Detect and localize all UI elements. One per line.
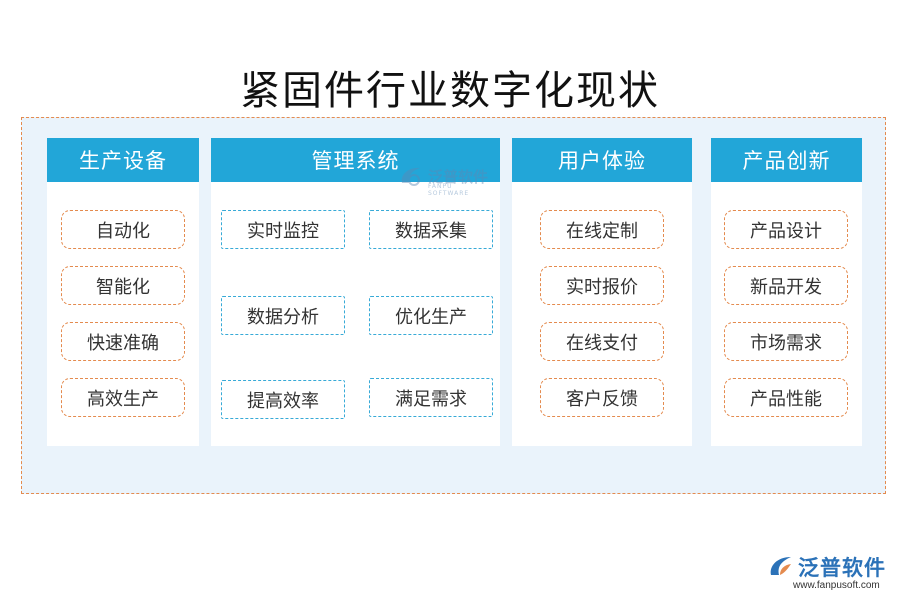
card-user-experience: 用户体验 在线定制 实时报价 在线支付 客户反馈 xyxy=(512,138,692,446)
item-pill: 智能化 xyxy=(61,266,185,305)
item-pill: 新品开发 xyxy=(724,266,848,305)
brand-logo: 泛普软件 xyxy=(768,552,886,582)
item-pill: 实时报价 xyxy=(540,266,664,305)
card-header: 管理系统 xyxy=(211,138,500,182)
card-production-equipment: 生产设备 自动化 智能化 快速准确 高效生产 xyxy=(47,138,199,446)
logo-text: 泛普软件 xyxy=(798,556,886,580)
watermark: 泛普软件 FANPU SOFTWARE xyxy=(398,165,489,197)
item-pill: 数据采集 xyxy=(369,210,493,249)
item-pill: 快速准确 xyxy=(61,322,185,361)
item-pill: 客户反馈 xyxy=(540,378,664,417)
item-pill: 优化生产 xyxy=(369,296,493,335)
card-management-system: 管理系统 实时监控 数据采集 数据分析 优化生产 提高效率 满足需求 xyxy=(211,138,500,446)
card-header: 产品创新 xyxy=(711,138,862,182)
watermark-logo-icon xyxy=(401,167,420,186)
item-pill: 满足需求 xyxy=(369,378,493,417)
item-pill: 高效生产 xyxy=(61,378,185,417)
item-pill: 数据分析 xyxy=(221,296,345,335)
logo-url: www.fanpusoft.com xyxy=(793,580,880,591)
item-pill: 实时监控 xyxy=(221,210,345,249)
card-product-innovation: 产品创新 产品设计 新品开发 市场需求 产品性能 xyxy=(711,138,862,446)
item-pill: 市场需求 xyxy=(724,322,848,361)
item-pill: 自动化 xyxy=(61,210,185,249)
item-pill: 产品设计 xyxy=(724,210,848,249)
item-pill: 在线支付 xyxy=(540,322,664,361)
item-pill: 提高效率 xyxy=(221,380,345,419)
card-header: 用户体验 xyxy=(512,138,692,182)
watermark-subtext: FANPU SOFTWARE xyxy=(428,183,470,197)
page-title: 紧固件行业数字化现状 xyxy=(240,68,660,114)
watermark-text: 泛普软件 xyxy=(428,167,489,186)
item-pill: 在线定制 xyxy=(540,210,664,249)
item-pill: 产品性能 xyxy=(724,378,848,417)
card-header: 生产设备 xyxy=(47,138,199,182)
fanpu-logo-icon xyxy=(770,557,791,575)
